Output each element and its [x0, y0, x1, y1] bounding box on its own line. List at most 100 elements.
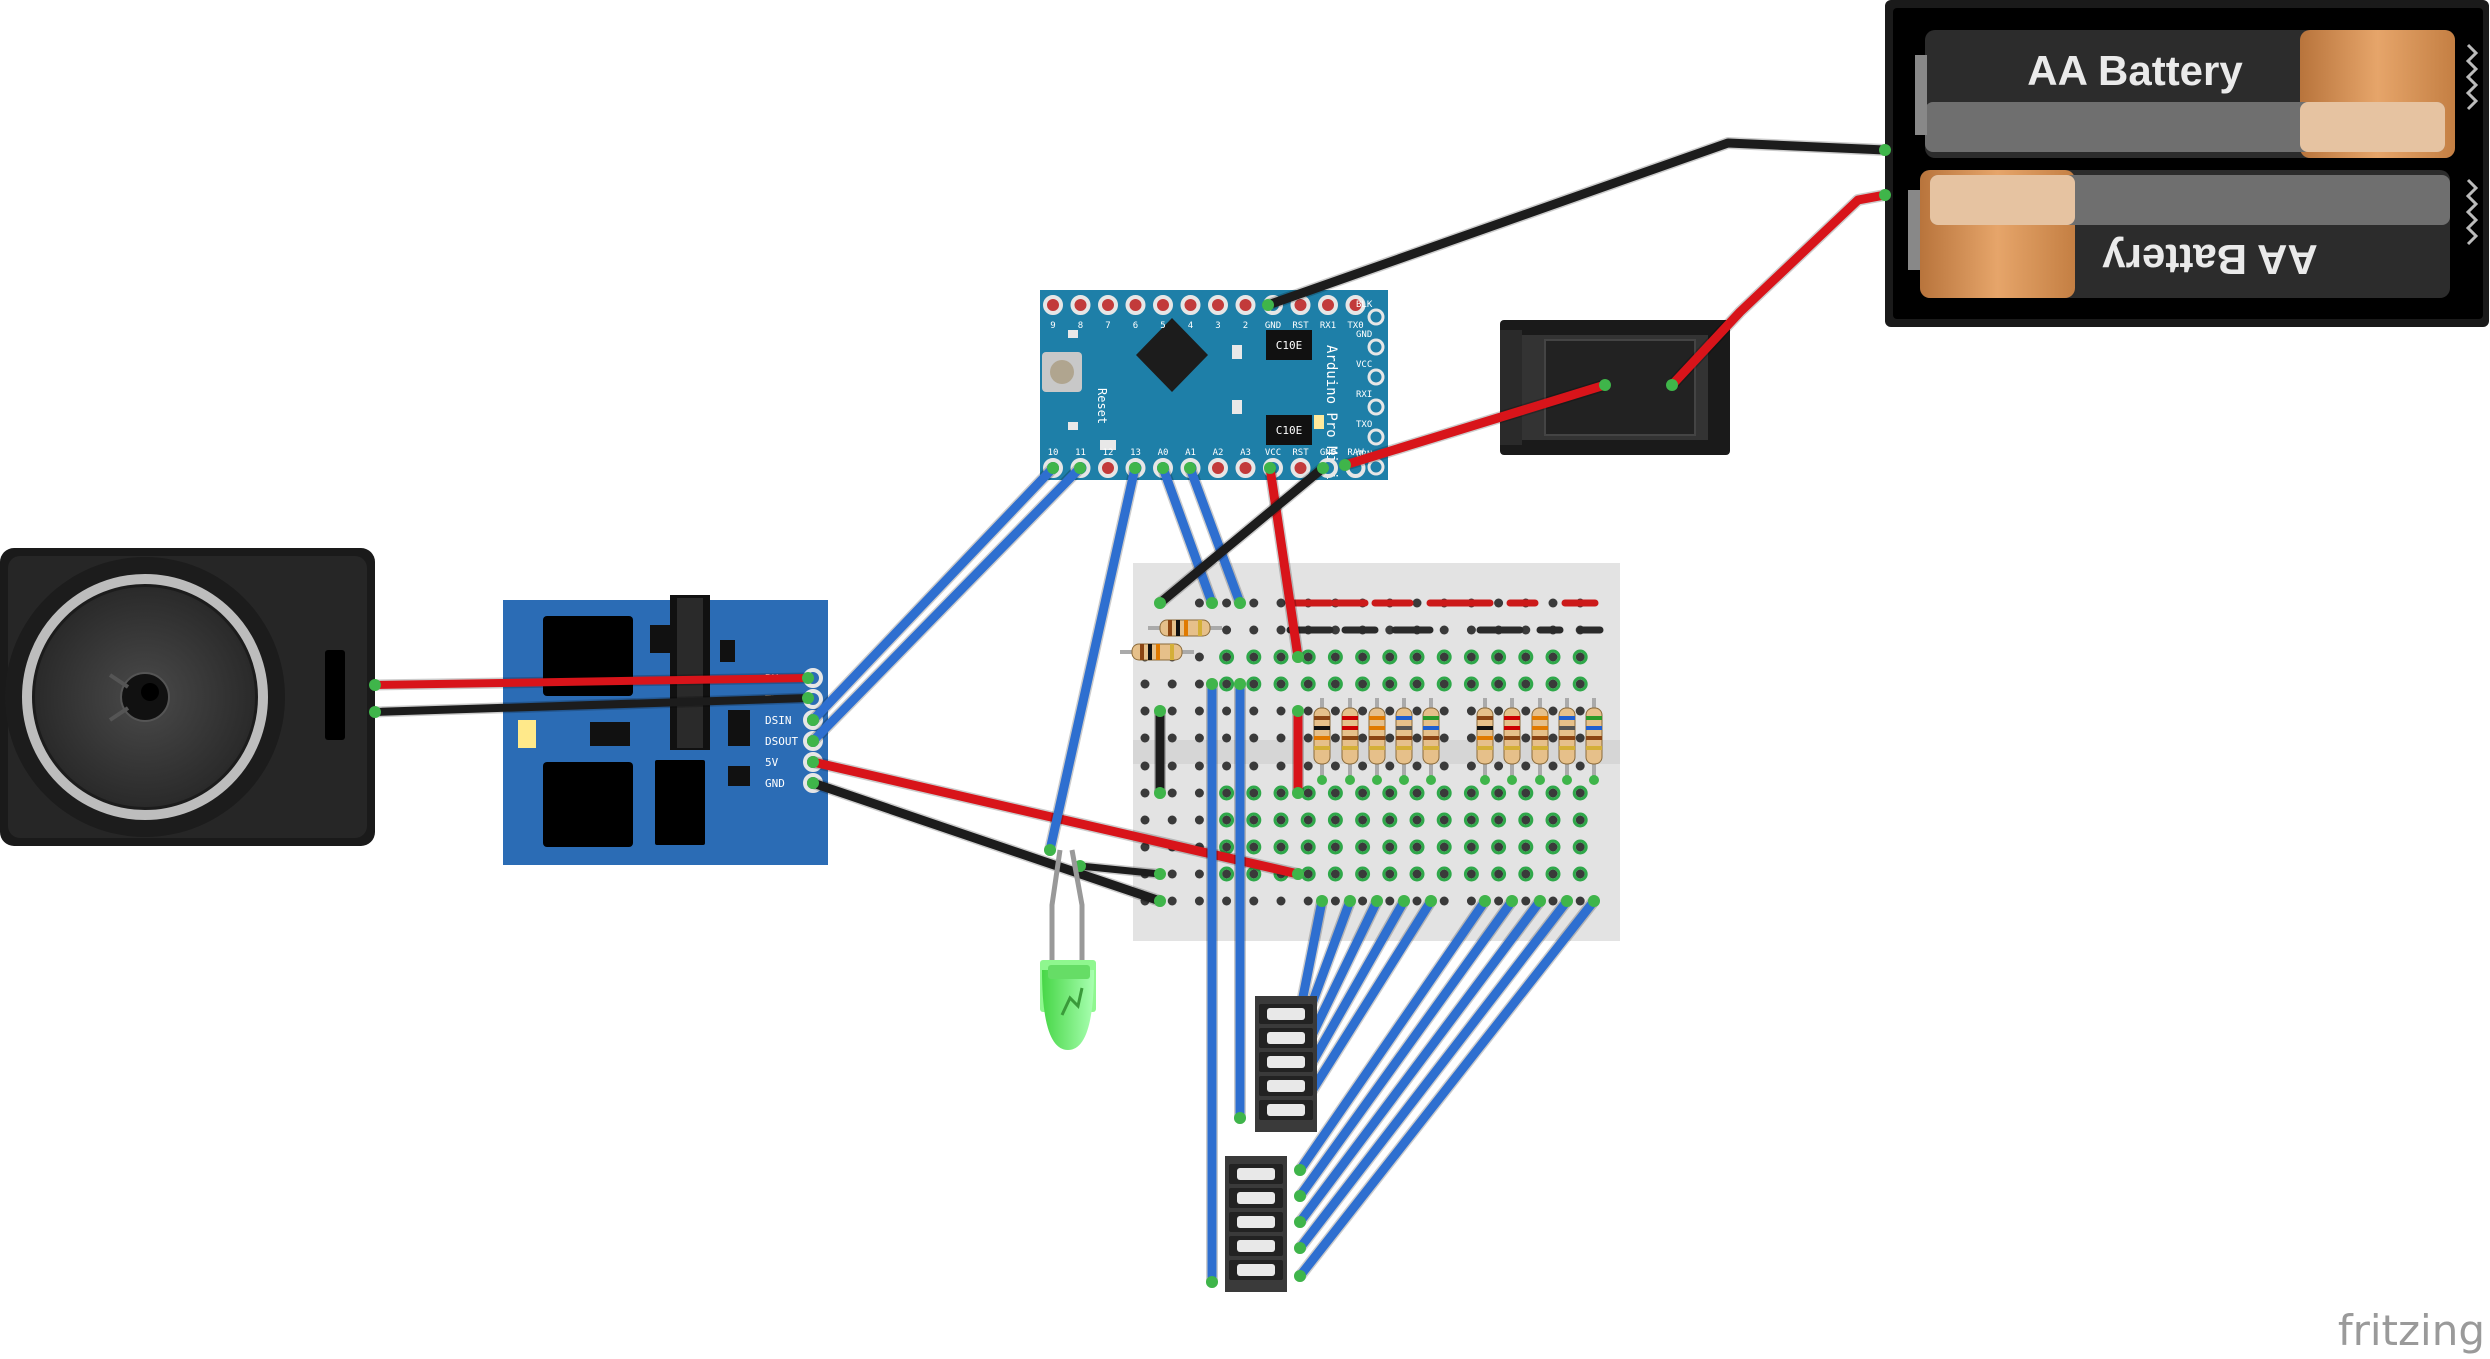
- button-signal-blue-wire: [1295, 896, 1490, 1175]
- breadboard-hole: [1140, 733, 1150, 743]
- battery-top-label: AA Battery: [2027, 47, 2243, 94]
- breadboard-hole: [1140, 788, 1150, 798]
- resistor-horizontal-2-band: [1170, 644, 1174, 660]
- breadboard-hole-active: [1246, 649, 1262, 665]
- button-signal-blue-wire-end: [1425, 895, 1437, 907]
- breadboard-hole: [1358, 842, 1368, 852]
- resistor-vertical-band: [1314, 726, 1330, 730]
- button-signal-blue-wire: [1295, 896, 1436, 1115]
- breadboard-hole: [1439, 842, 1449, 852]
- arduino-top-pin-label: 8: [1078, 321, 1083, 331]
- breadboard-hole-active: [1491, 649, 1507, 665]
- push-button-cap: [1237, 1216, 1275, 1228]
- arduino-side-pin: [1367, 368, 1385, 386]
- arduino-side-pin-label: VCC: [1356, 360, 1372, 370]
- breadboard-hole: [1439, 625, 1449, 635]
- breadboard-hole-active: [1273, 676, 1289, 692]
- breadboard-hole: [1330, 625, 1340, 635]
- a0-blue-wire-end: [1206, 597, 1218, 609]
- breadboard-hole: [1466, 625, 1476, 635]
- led-blue-wire-end: [1044, 844, 1056, 856]
- button-signal-blue-wire-end: [1344, 895, 1356, 907]
- breadboard-hole: [1167, 706, 1177, 716]
- breadboard-hole: [1167, 815, 1177, 825]
- arduino-top-pin-label: 3: [1215, 321, 1220, 331]
- breadboard-hole-active: [1463, 649, 1479, 665]
- mp3-gnd-black-wire-end: [807, 777, 819, 789]
- arduino-bottom-pin-label: RST: [1292, 448, 1309, 458]
- breadboard-hole: [1249, 896, 1259, 906]
- breadboard-hole: [1548, 788, 1558, 798]
- resistor-vertical-band: [1504, 716, 1520, 720]
- breadboard-hole: [1521, 869, 1531, 879]
- breadboard-hole: [1494, 706, 1504, 716]
- breadboard-hole-active: [1327, 649, 1343, 665]
- breadboard-hole-active: [1518, 676, 1534, 692]
- battery-bottom-label: AA Battery: [2102, 236, 2318, 283]
- breadboard-hole: [1466, 815, 1476, 825]
- arduino-top-pin: [1070, 295, 1091, 315]
- breadboard-hole-active: [1327, 676, 1343, 692]
- breadboard-hole: [1548, 896, 1558, 906]
- button-signal-blue-wire-end: [1561, 895, 1573, 907]
- breadboard-hole-active: [1572, 649, 1588, 665]
- fritzing-watermark: fritzing: [2338, 1306, 2485, 1355]
- breadboard-hole-active: [1355, 866, 1371, 882]
- arduino-side-pin: [1367, 308, 1385, 326]
- breadboard-hole: [1194, 869, 1204, 879]
- arduino-top-pin-label: 4: [1188, 321, 1193, 331]
- resistor-vertical-band: [1504, 736, 1520, 740]
- resistor-vertical-end: [1589, 775, 1599, 785]
- breadboard-hole: [1276, 625, 1286, 635]
- breadboard-hole-active: [1355, 812, 1371, 828]
- resistor-vertical-band: [1342, 716, 1358, 720]
- breadboard-hole: [1466, 842, 1476, 852]
- breadboard-hole: [1303, 706, 1313, 716]
- resistor-vertical-end: [1480, 775, 1490, 785]
- resistor-vertical-band: [1396, 716, 1412, 720]
- breadboard-hole-active: [1518, 866, 1534, 882]
- push-button-cap: [1237, 1168, 1275, 1180]
- button-signal-blue-wire-end: [1294, 1270, 1306, 1282]
- resistor-vertical-band: [1396, 736, 1412, 740]
- switch-raw-red-wire: [1340, 380, 1610, 470]
- breadboard-hole: [1412, 815, 1422, 825]
- breadboard-hole: [1466, 706, 1476, 716]
- arduino-top-pin: [1125, 295, 1146, 315]
- breadboard-hole: [1548, 652, 1558, 662]
- resistor-vertical-end: [1372, 775, 1382, 785]
- breadboard-hole: [1548, 679, 1558, 689]
- a0-blue-wire-end: [1157, 462, 1169, 474]
- breadboard-hole: [1575, 733, 1585, 743]
- breadboard-hole: [1385, 842, 1395, 852]
- resistor-vertical-band: [1586, 746, 1602, 750]
- arduino-top-pin: [1345, 295, 1366, 315]
- breadboard-hole: [1303, 733, 1313, 743]
- resistor-vertical-band: [1423, 726, 1439, 730]
- breadboard-hole: [1439, 896, 1449, 906]
- breadboard-hole-active: [1491, 785, 1507, 801]
- resistor-vertical-band: [1369, 726, 1385, 730]
- breadboard-hole: [1330, 679, 1340, 689]
- breadboard-hole: [1140, 761, 1150, 771]
- push-button-cap: [1267, 1008, 1305, 1020]
- breadboard-hole-active: [1491, 676, 1507, 692]
- breadboard-hole: [1276, 706, 1286, 716]
- speaker-black-wire-end: [369, 706, 381, 718]
- breadboard-hole: [1439, 706, 1449, 716]
- resistor-vertical-band: [1314, 746, 1330, 750]
- breadboard-hole: [1466, 679, 1476, 689]
- arduino-cap-label-1: C10E: [1276, 339, 1303, 352]
- breadboard-hole: [1140, 706, 1150, 716]
- breadboard-hole: [1222, 706, 1232, 716]
- resistor-vertical-band: [1423, 736, 1439, 740]
- resistor-vertical-band: [1586, 726, 1602, 730]
- breadboard-hole: [1194, 788, 1204, 798]
- mp3-rx-blue-wire: [808, 463, 1058, 725]
- mp3-pin-label: GND: [765, 777, 785, 790]
- button-signal-blue-wire-end: [1294, 1216, 1306, 1228]
- breadboard-hole: [1466, 761, 1476, 771]
- breadboard-hole-active: [1382, 866, 1398, 882]
- breadboard-hole: [1466, 869, 1476, 879]
